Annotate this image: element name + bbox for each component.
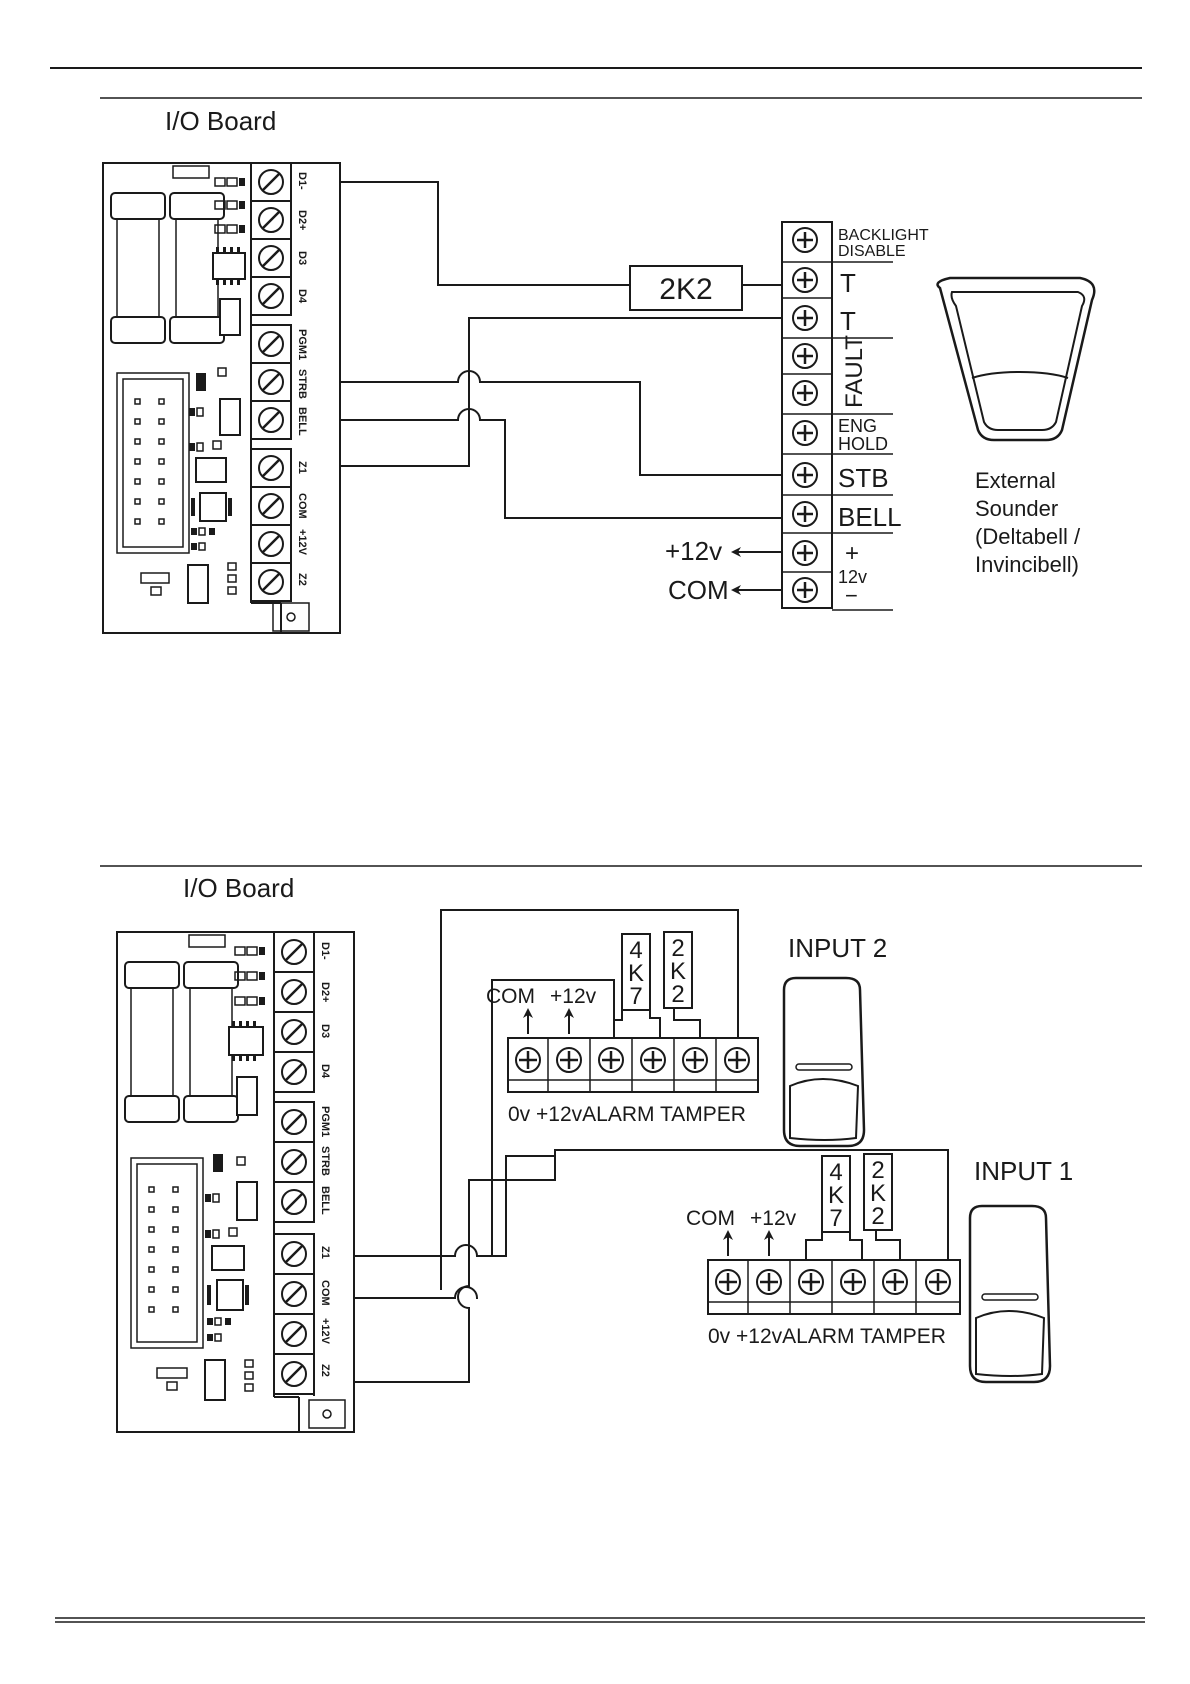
diagram-2-detector-wiring: I/O Board bbox=[116, 873, 1073, 1433]
supply-arrows-1: +12v COM bbox=[665, 536, 782, 605]
terminal-label-d3: D3 bbox=[296, 251, 308, 265]
sounder-caption-line1: External bbox=[975, 468, 1056, 493]
input1-r2-char2: K bbox=[870, 1180, 886, 1207]
sounder-label-12v: 12v bbox=[838, 567, 867, 587]
pir-detector-icon bbox=[782, 976, 866, 1148]
terminal-label-pgm1: PGM1 bbox=[319, 1106, 331, 1137]
input1-r2-char3: 2 bbox=[871, 1203, 884, 1230]
terminal-label-12v: +12V bbox=[296, 529, 308, 556]
external-sounder-icon bbox=[936, 276, 1096, 442]
diagram1-wires bbox=[340, 181, 782, 519]
io-board-2-components bbox=[156, 946, 265, 1401]
input2-r1-char2: K bbox=[628, 960, 644, 987]
input1-r2-char1: 2 bbox=[871, 1157, 884, 1184]
sounder-label-hold: HOLD bbox=[838, 434, 888, 454]
input2-com-label: COM bbox=[486, 985, 535, 1008]
io-board-1-components bbox=[140, 177, 246, 604]
sounder-label-plus: + bbox=[845, 540, 859, 567]
terminal-label-z1: Z1 bbox=[296, 461, 308, 474]
input2-bottom-labels: 0v +12vALARM TAMPER bbox=[508, 1103, 746, 1126]
sounder-label-minus: − bbox=[845, 583, 858, 608]
diagram2-title: I/O Board bbox=[183, 873, 294, 903]
sounder-terminal-block: BACKLIGHT DISABLE T T FAULT ENG HOLD STB… bbox=[781, 221, 929, 611]
input1-r1-char1: 4 bbox=[829, 1159, 842, 1186]
sounder-label-stb: STB bbox=[838, 463, 889, 493]
sounder-caption-line4: Invincibell) bbox=[975, 552, 1079, 577]
input2-resistor-4k7: 4 K 7 bbox=[621, 933, 651, 1011]
input1-resistor-4k7: 4 K 7 bbox=[821, 1155, 851, 1233]
io-board-2-corner-pad bbox=[308, 1399, 346, 1429]
input2-terminal-block: 0v +12vALARM TAMPER COM +12v bbox=[486, 985, 759, 1126]
terminal-label-d4: D4 bbox=[319, 1064, 331, 1079]
input1-r1-char3: 7 bbox=[829, 1205, 842, 1232]
ribbon-connector-icon bbox=[130, 1157, 204, 1349]
terminal-label-strb: STRB bbox=[319, 1146, 331, 1176]
sounder-caption-line2: Sounder bbox=[975, 496, 1058, 521]
input1-com-label: COM bbox=[686, 1207, 735, 1230]
terminal-label-12v: +12V bbox=[319, 1318, 331, 1345]
ribbon-connector-icon bbox=[116, 372, 190, 554]
diagram-1-bell-wiring: I/O Board bbox=[102, 106, 1096, 634]
io-board-1-terminal-screws bbox=[250, 162, 292, 602]
pir-detector-icon bbox=[968, 1204, 1052, 1384]
io-board-2-outline bbox=[116, 931, 355, 1433]
sounder-screws bbox=[792, 227, 818, 603]
input2-screws bbox=[515, 1038, 750, 1092]
terminal-label-z2: Z2 bbox=[319, 1364, 331, 1377]
input2-r2-char1: 2 bbox=[671, 935, 684, 962]
resistor-2k2-label: 2K2 bbox=[659, 273, 712, 306]
terminal-label-d1: D1- bbox=[319, 942, 331, 960]
io-board-1-corner-pad bbox=[272, 602, 310, 632]
resistor-2k2: 2K2 bbox=[629, 265, 743, 311]
supply-plus-label: +12v bbox=[665, 536, 722, 566]
sounder-label-eng: ENG bbox=[838, 416, 877, 436]
sounder-label-bell: BELL bbox=[838, 502, 902, 532]
terminal-label-bell: BELL bbox=[296, 407, 308, 436]
terminal-label-com: COM bbox=[296, 493, 308, 519]
sounder-label-backlight: BACKLIGHT bbox=[838, 227, 929, 244]
terminal-label-d3: D3 bbox=[319, 1024, 331, 1038]
sounder-label-fault: FAULT bbox=[841, 335, 868, 408]
terminal-label-d1: D1- bbox=[296, 172, 308, 190]
input1-title: INPUT 1 bbox=[974, 1156, 1073, 1186]
sounder-caption-line3: (Deltabell / bbox=[975, 524, 1081, 549]
terminal-label-strb: STRB bbox=[296, 369, 308, 399]
sounder-label-t1: T bbox=[840, 268, 856, 298]
input1-r1-char2: K bbox=[828, 1182, 844, 1209]
io-board-1-terminal-labels: D1- D2+ D3 D4 PGM1 STRB BELL Z1 COM +12V… bbox=[296, 172, 308, 586]
input2-12v-label: +12v bbox=[550, 985, 597, 1008]
terminal-label-bell: BELL bbox=[319, 1186, 331, 1215]
fuse-icon bbox=[110, 192, 166, 344]
input2-resistor-2k2: 2 K 2 bbox=[663, 931, 693, 1009]
sounder-label-disable: DISABLE bbox=[838, 243, 906, 260]
io-board-1: D1- D2+ D3 D4 PGM1 STRB BELL Z1 COM +12V… bbox=[102, 162, 341, 634]
io-board-1-pad bbox=[172, 165, 210, 179]
io-board-2-terminal-screws bbox=[273, 931, 315, 1395]
fuse-icon bbox=[124, 961, 180, 1123]
terminal-label-d4: D4 bbox=[296, 289, 308, 304]
io-board-2: D1- D2+ D3 D4 PGM1 STRB BELL Z1 COM +12V… bbox=[116, 931, 355, 1433]
supply-com-label: COM bbox=[668, 575, 729, 605]
input1-bottom-labels: 0v +12vALARM TAMPER bbox=[708, 1325, 946, 1348]
input1-12v-label: +12v bbox=[750, 1207, 797, 1230]
terminal-label-pgm1: PGM1 bbox=[296, 329, 308, 360]
input2-r2-char2: K bbox=[670, 958, 686, 985]
terminal-label-z1: Z1 bbox=[319, 1246, 331, 1259]
terminal-label-z2: Z2 bbox=[296, 573, 308, 586]
io-board-2-terminal-labels: D1- D2+ D3 D4 PGM1 STRB BELL Z1 COM +12V… bbox=[319, 942, 331, 1377]
terminal-label-d2: D2+ bbox=[296, 210, 308, 231]
input1-terminal-block: 0v +12vALARM TAMPER COM +12v bbox=[686, 1207, 961, 1348]
diagram1-title: I/O Board bbox=[165, 106, 276, 136]
input2-r1-char3: 7 bbox=[629, 983, 642, 1010]
external-sounder-label: External Sounder (Deltabell / Invincibel… bbox=[975, 468, 1081, 577]
terminal-label-com: COM bbox=[319, 1280, 331, 1306]
input1-screws bbox=[715, 1260, 951, 1314]
input1-resistor-2k2: 2 K 2 bbox=[863, 1153, 893, 1231]
input2-title: INPUT 2 bbox=[788, 933, 887, 963]
terminal-label-d2: D2+ bbox=[319, 982, 331, 1003]
sounder-label-t2: T bbox=[840, 306, 856, 336]
input2-r2-char3: 2 bbox=[671, 981, 684, 1008]
input2-r1-char1: 4 bbox=[629, 937, 642, 964]
